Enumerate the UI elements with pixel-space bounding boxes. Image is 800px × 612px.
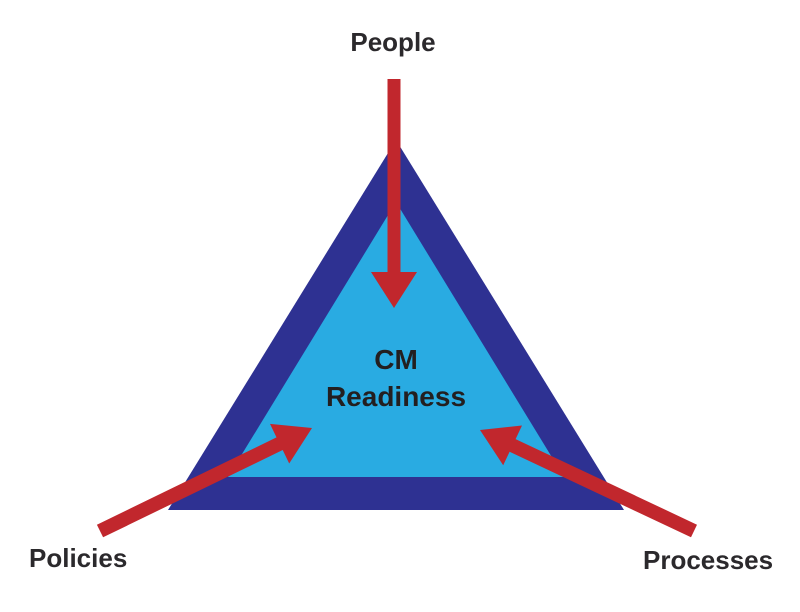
label-processes: Processes	[643, 545, 774, 575]
people-arrow	[371, 79, 417, 308]
label-policies: Policies	[29, 543, 128, 573]
label-people: People	[350, 27, 436, 57]
processes-arrow	[480, 425, 697, 538]
inner-triangle	[228, 202, 564, 477]
center-label-line1: CM	[374, 344, 418, 375]
center-label: CM Readiness	[296, 341, 496, 415]
policies-arrow	[96, 423, 313, 538]
center-label-line2: Readiness	[325, 381, 467, 412]
